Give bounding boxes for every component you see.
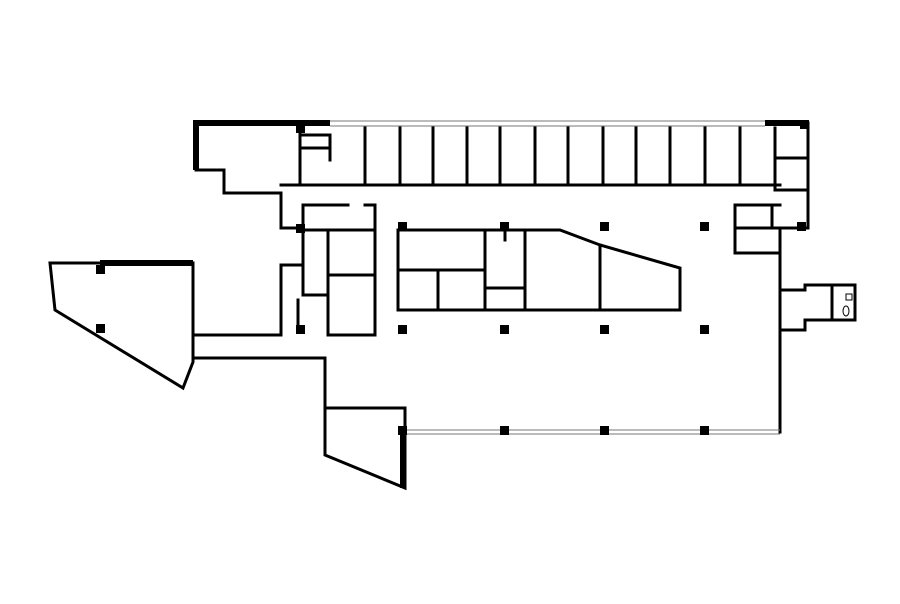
west-wing bbox=[48, 260, 407, 491]
east-rooms bbox=[733, 203, 857, 332]
west-rooms bbox=[191, 203, 377, 337]
north-block bbox=[194, 126, 810, 230]
toilet-icon bbox=[842, 305, 850, 317]
central-block bbox=[396, 228, 682, 312]
columns bbox=[96, 120, 809, 435]
sink-icon bbox=[845, 293, 853, 301]
